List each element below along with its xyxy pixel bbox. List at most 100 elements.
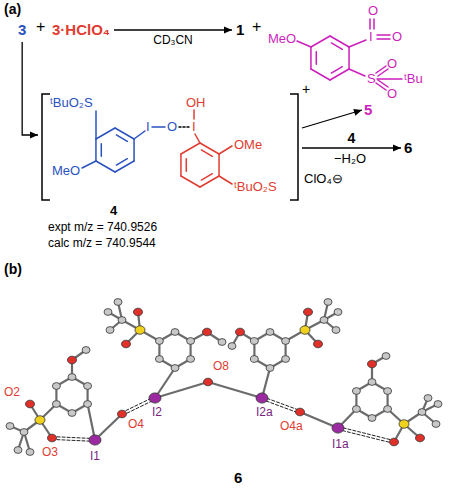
atom-label: I1 <box>90 450 100 462</box>
atom-ellipsoid <box>84 401 92 408</box>
ring-bond <box>311 69 330 80</box>
structure-label: MeO <box>268 32 296 45</box>
atom-ellipsoid <box>118 410 127 418</box>
bond-line <box>152 126 165 128</box>
arrow-label: 4 <box>347 131 357 145</box>
atom-ellipsoid <box>266 329 274 336</box>
bond-line <box>219 176 232 184</box>
atom-ellipsoid <box>82 347 90 354</box>
atom-ellipsoid <box>68 356 77 364</box>
square-bracket <box>42 94 298 200</box>
atom-ellipsoid <box>187 356 195 363</box>
atom-ellipsoid <box>149 393 161 403</box>
compound-number: 5 <box>364 102 372 117</box>
structure-label: O <box>387 87 397 100</box>
mass-data: calc m/z = 740.9544 <box>48 237 156 249</box>
ring-double-bond <box>201 174 212 180</box>
atom-label: I1a <box>332 438 349 450</box>
ring-bond <box>311 36 330 47</box>
compound-node: 6 <box>402 138 414 158</box>
atom-ellipsoid <box>114 299 122 306</box>
ring-double-bond <box>101 144 103 157</box>
compound-node: 3·HClO₄ <box>50 20 112 40</box>
atom-ellipsoid <box>122 340 131 348</box>
structure-label: I <box>369 30 373 43</box>
atom-ellipsoid <box>26 449 34 456</box>
atom-ellipsoid <box>218 339 226 346</box>
atom-ellipsoid <box>171 329 179 336</box>
compound-number: 4 <box>110 204 117 217</box>
atom-ellipsoid <box>84 383 92 390</box>
ring-double-bond <box>316 52 318 65</box>
ring-double-bond <box>116 135 127 141</box>
atom-ellipsoid <box>26 400 35 408</box>
atom-label: I2a <box>256 406 273 418</box>
compound-node: 1 <box>234 20 246 40</box>
atom-ellipsoid <box>228 343 236 350</box>
atom-ellipsoid <box>68 410 76 417</box>
atom-ellipsoid <box>368 360 377 368</box>
arrow-line <box>22 42 38 135</box>
ring-double-bond <box>331 67 342 73</box>
atom-ellipsoid <box>35 416 45 425</box>
ring-bond <box>96 161 115 172</box>
atom-ellipsoid <box>390 438 399 446</box>
bond-line <box>297 41 311 47</box>
arrow-head <box>224 27 232 34</box>
atom-ellipsoid <box>68 374 76 381</box>
ring-bond <box>330 36 349 47</box>
ring-bond <box>180 154 182 176</box>
ring-double-bond <box>186 159 188 172</box>
structure-label: ᵗBuO₂S <box>50 96 93 109</box>
compound-node: 3 <box>16 20 28 40</box>
atom-ellipsoid <box>432 421 440 428</box>
bond-line <box>82 161 96 168</box>
atom-ellipsoid <box>20 429 28 436</box>
structure-label: S <box>367 72 376 85</box>
compound-number: 1 <box>236 22 244 37</box>
atom-label: O4a <box>280 420 303 432</box>
atom-ellipsoid <box>135 326 145 335</box>
atom-ellipsoid <box>418 409 426 416</box>
bond-line <box>378 80 388 87</box>
atom-label: O4 <box>128 418 144 430</box>
atom-label: O8 <box>213 360 229 372</box>
atom-ellipsoid <box>250 338 258 345</box>
crystal-bond <box>208 382 262 398</box>
atom-ellipsoid <box>250 356 258 363</box>
structure-label: I <box>146 120 150 133</box>
structure-label: ᵗBuO₂S <box>234 180 277 193</box>
reaction-arrow <box>22 42 38 135</box>
atom-ellipsoid <box>52 401 60 408</box>
compound-number: 6 <box>404 140 412 155</box>
atom-ellipsoid <box>106 327 114 334</box>
arrow-line <box>302 110 362 128</box>
bond-line <box>349 40 366 47</box>
bond-line <box>349 69 365 76</box>
structure-label: O <box>368 4 378 17</box>
atom-ellipsoid <box>134 308 143 316</box>
structure-label: I <box>192 120 196 133</box>
ring-bond <box>133 139 135 161</box>
bond-line <box>378 69 388 76</box>
structure-label: + <box>36 19 45 35</box>
atom-label: 6 <box>234 470 242 485</box>
atom-ellipsoid <box>352 388 360 395</box>
arrow-line <box>302 147 401 148</box>
atom-ellipsoid <box>266 365 274 372</box>
bond-line <box>373 19 375 29</box>
structure-label: OH <box>186 96 206 109</box>
bond-line <box>377 34 390 36</box>
atom-ellipsoid <box>155 356 163 363</box>
bond-line <box>195 134 200 143</box>
atom-ellipsoid <box>332 423 344 433</box>
atom-ellipsoid <box>304 308 313 316</box>
atom-ellipsoid <box>187 338 195 345</box>
structure-label: O <box>387 57 397 70</box>
ring-bond <box>95 139 97 161</box>
atom-ellipsoid <box>416 434 425 442</box>
halogen-contact <box>52 437 95 439</box>
